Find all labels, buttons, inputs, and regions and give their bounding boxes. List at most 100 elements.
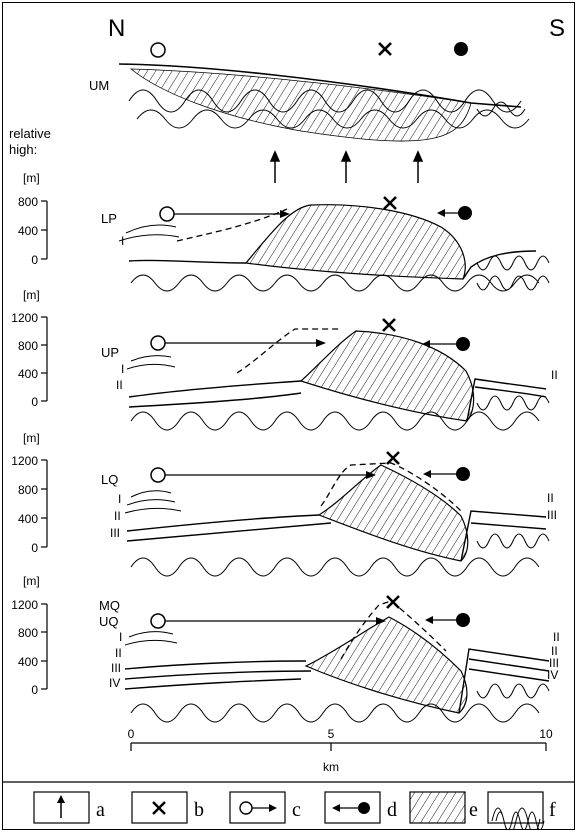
panel-label: LP xyxy=(101,211,117,226)
surface-profile xyxy=(126,510,547,562)
panel-um: UM xyxy=(89,42,530,183)
filled-circle-icon xyxy=(458,206,472,220)
open-circle-icon xyxy=(150,42,166,58)
y-axis xyxy=(41,316,48,402)
km-scale: 0 5 10 km xyxy=(128,727,553,774)
cross-icon xyxy=(378,42,392,56)
folded-strata xyxy=(130,395,550,431)
dipping-strata xyxy=(317,464,469,562)
terrace-label: II xyxy=(547,491,554,505)
panel-label: MQ xyxy=(99,598,120,613)
terrace-label: III xyxy=(110,526,120,540)
filled-circle-icon xyxy=(456,467,470,481)
y-axis xyxy=(41,459,48,548)
terrace-label: I xyxy=(119,630,122,644)
filled-circle-icon xyxy=(454,42,468,56)
tick-label: 800 xyxy=(18,626,38,640)
terrace-label: II xyxy=(115,646,122,660)
legend-item-f: f xyxy=(487,791,556,829)
terrace-label: II xyxy=(553,630,560,644)
panel-up: [m] 1200 800 400 0 UP I II II xyxy=(11,288,558,431)
tick-label: 0 xyxy=(31,541,38,555)
y-axis xyxy=(41,200,48,260)
unit-label: [m] xyxy=(23,288,40,302)
cross-section-figure: N S relative high: UM [m] 800 400 0 LP I xyxy=(3,15,574,829)
legend-key: b xyxy=(194,799,204,821)
folded-strata xyxy=(130,683,550,723)
terrace-arcs xyxy=(124,490,182,514)
panel-lq: [m] 1200 800 400 0 LQ I II III II III xyxy=(11,431,557,577)
tick-label: 400 xyxy=(18,655,38,669)
cross-icon xyxy=(152,801,166,815)
unit-label: [m] xyxy=(23,171,40,185)
panel-lp: [m] 800 400 0 LP I xyxy=(18,171,550,292)
uplift-arrows xyxy=(269,150,424,183)
south-label: S xyxy=(549,15,565,42)
y-axis xyxy=(41,603,48,690)
terrace-arcs xyxy=(124,631,178,646)
scale-unit-label: km xyxy=(323,760,339,774)
scale-tick-label: 10 xyxy=(539,727,553,741)
legend: a b c d e f xyxy=(33,791,556,829)
tick-label: 1200 xyxy=(11,454,38,468)
dipping-strata xyxy=(299,330,475,422)
terrace-label: II xyxy=(114,509,121,523)
paleo-surface-dashed xyxy=(236,328,341,374)
surface-profile xyxy=(124,648,550,714)
terrace-arcs xyxy=(126,355,176,370)
dipping-strata xyxy=(129,68,472,142)
tick-label: 800 xyxy=(18,483,38,497)
tick-label: 400 xyxy=(18,512,38,526)
terrace-label: I xyxy=(118,492,121,506)
filled-circle-arrow-icon xyxy=(332,802,370,814)
tick-label: 400 xyxy=(18,224,38,238)
terrace-label: III xyxy=(547,508,557,522)
terrace-label: II xyxy=(551,368,558,382)
folded-strata-pattern-icon xyxy=(491,807,545,829)
legend-key: f xyxy=(549,799,556,821)
cross-icon xyxy=(382,318,396,332)
terrace-label: II xyxy=(116,378,123,392)
tick-label: 0 xyxy=(31,683,38,697)
terrace-label: I xyxy=(121,362,124,376)
uplift-arrow-icon xyxy=(57,795,65,818)
terrace-label: IV xyxy=(547,668,558,682)
open-circle-icon xyxy=(150,335,166,351)
open-circle-icon xyxy=(150,613,166,629)
axis-title-line1: relative xyxy=(9,126,51,141)
terrace-label: IV xyxy=(109,676,120,690)
north-label: N xyxy=(108,15,125,42)
tick-label: 0 xyxy=(31,253,38,267)
folded-strata xyxy=(128,89,530,129)
legend-item-e: e xyxy=(409,791,478,824)
legend-key: d xyxy=(387,799,397,821)
tick-label: 800 xyxy=(18,339,38,353)
legend-key: c xyxy=(292,799,301,821)
tick-label: 800 xyxy=(18,195,38,209)
tick-label: 1200 xyxy=(11,598,38,612)
cross-icon xyxy=(383,196,397,210)
scale-tick-label: 5 xyxy=(328,727,335,741)
tick-label: 400 xyxy=(18,367,38,381)
legend-key: e xyxy=(469,799,478,821)
panel-label: LQ xyxy=(101,472,118,487)
terrace-label: II xyxy=(551,644,558,658)
paleo-surface-dashed xyxy=(320,462,462,512)
surface-profile xyxy=(128,378,547,422)
tick-label: 0 xyxy=(31,395,38,409)
unit-label: [m] xyxy=(23,431,40,445)
filled-circle-icon xyxy=(456,337,470,351)
terrace-arcs xyxy=(118,224,180,242)
paleo-surface-dashed xyxy=(176,208,288,242)
dipping-strata xyxy=(304,616,468,714)
open-circle-icon xyxy=(159,206,175,222)
terrace-label: III xyxy=(111,661,121,675)
unit-label: [m] xyxy=(23,574,40,588)
legend-item-d: d xyxy=(324,791,397,824)
open-circle-arrow-icon xyxy=(239,801,277,815)
terrace-label: I xyxy=(121,234,124,248)
axis-title-line2: high: xyxy=(9,142,37,157)
folded-strata xyxy=(130,255,550,292)
legend-item-c: c xyxy=(229,791,301,824)
